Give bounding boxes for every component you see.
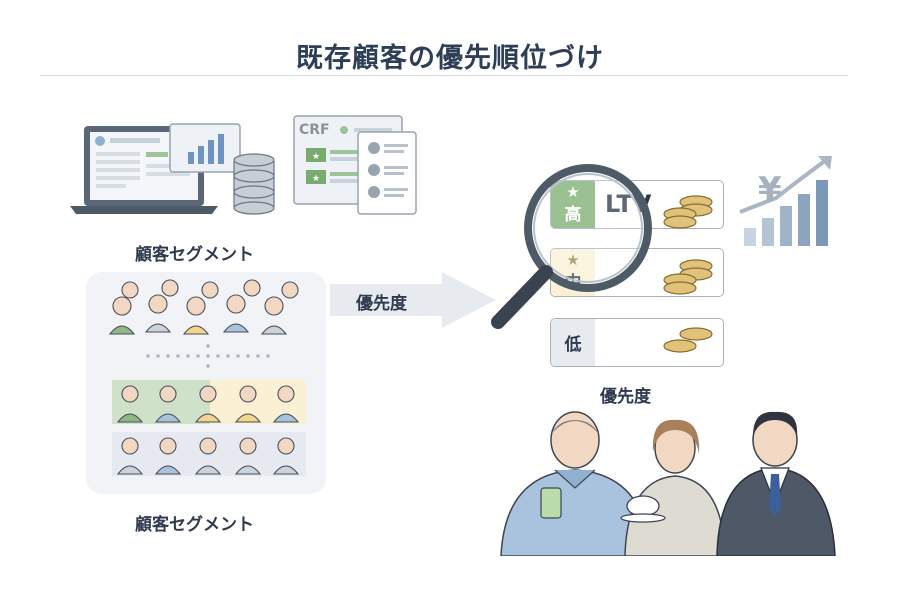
star-icon: ★: [566, 252, 579, 268]
star-icon: ★: [566, 184, 579, 200]
priority-arrow: [330, 272, 496, 328]
priority-label: 優先度: [600, 387, 651, 407]
priority-level-low: 低: [564, 335, 582, 355]
yen-growth-icon: [739, 156, 832, 246]
svg-text:★: ★: [312, 152, 320, 162]
laptop-dashboard-illustration: [70, 123, 275, 215]
priority-row-low: 低: [550, 318, 724, 367]
coin-icons: [663, 195, 713, 353]
segment-label-bottom: 顧客セグメント: [135, 515, 254, 535]
yen-symbol: ¥: [758, 170, 782, 210]
magnifying-glass-icon: [491, 164, 652, 329]
segment-label-top: 顧客セグメント: [135, 245, 254, 265]
page-title: 既存顧客の優先順位づけ: [296, 43, 604, 74]
svg-text:★: ★: [312, 174, 320, 184]
arrow-label: 優先度: [356, 294, 407, 314]
crf-label: CRF: [299, 122, 330, 138]
priority-level-high: 高: [565, 200, 582, 225]
customers-illustration: [500, 411, 836, 556]
title-divider: [40, 75, 848, 76]
priority-tag-low: 低: [551, 319, 595, 366]
crf-document-illustration: ★ ★: [293, 115, 417, 215]
customer-crowd-illustration: [108, 279, 306, 476]
priority-tag-high: ★ 高: [551, 181, 595, 228]
